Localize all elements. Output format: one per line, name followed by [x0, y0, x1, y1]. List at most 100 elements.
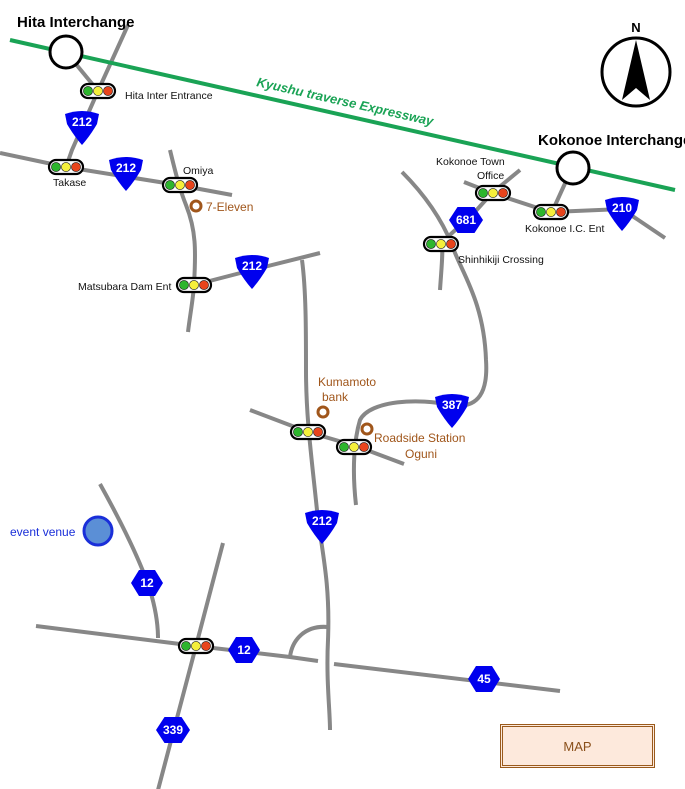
traffic-light-lamp-red: [498, 188, 508, 198]
route-shield-12: 12: [131, 570, 163, 596]
traffic-light-label-matsubara-dam-ent: Matsubara Dam Ent: [78, 281, 171, 293]
route-shield-12: 12: [228, 637, 260, 663]
route-number: 681: [456, 213, 476, 227]
traffic-light-lamp-yellow: [303, 427, 313, 437]
traffic-light-lamp-yellow: [93, 86, 103, 96]
traffic-light-label-kokonoe-town-office-1: Kokonoe Town: [436, 156, 505, 168]
route-shields: 212 212 212 212 210 387 681 12 12 339 45: [65, 111, 639, 743]
poi-marker-icon[interactable]: [360, 422, 374, 436]
route-shield-387: 387: [435, 394, 469, 428]
poi-label-line2: Oguni: [405, 447, 437, 461]
traffic-light-label-kokonoe-town-office-2: Office: [477, 170, 504, 182]
interchange-icon[interactable]: [48, 34, 84, 70]
route-number: 45: [477, 672, 491, 686]
traffic-light-lamp-red: [103, 86, 113, 96]
route-number: 212: [312, 514, 332, 528]
national-route-shield-icon: [65, 111, 99, 145]
prefectural-route-shield-icon: [131, 570, 163, 596]
traffic-light-lamp-green: [51, 162, 61, 172]
interchange-kokonoe[interactable]: Kokonoe Interchange: [538, 132, 685, 186]
route-shield-210: 210: [605, 197, 639, 231]
traffic-light-lamp-green: [293, 427, 303, 437]
traffic-light-kokonoe-town-office[interactable]: [474, 184, 512, 202]
traffic-light-route12-339-crossing[interactable]: [177, 637, 215, 655]
traffic-light-lamp-green: [478, 188, 488, 198]
route-number: 210: [612, 201, 632, 215]
event-venue-label: event venue: [10, 525, 76, 539]
traffic-light-lamp-green: [181, 641, 191, 651]
poi-roadside-station-oguni[interactable]: Roadside Station Oguni: [360, 422, 465, 461]
traffic-light-lamp-red: [556, 207, 566, 217]
traffic-light-shinhikiji-crossing[interactable]: [422, 235, 460, 253]
route-shield-681: 681: [449, 207, 483, 233]
route-number: 212: [242, 259, 262, 273]
traffic-light-omiya[interactable]: [161, 176, 199, 194]
poi-label: 7-Eleven: [206, 200, 253, 214]
route-number: 212: [116, 161, 136, 175]
traffic-light-lamp-red: [446, 239, 456, 249]
national-route-shield-icon: [435, 394, 469, 428]
traffic-light-label-shinhikiji-crossing: Shinhikiji Crossing: [458, 254, 544, 266]
route-shield-212: 212: [109, 157, 143, 191]
traffic-light-lamp-yellow: [189, 280, 199, 290]
event-venue[interactable]: event venue: [10, 515, 114, 547]
event-venue-marker-icon[interactable]: [82, 515, 114, 547]
traffic-light-kokonoe-ic-ent[interactable]: [532, 203, 570, 221]
traffic-light-label-takase: Takase: [53, 177, 86, 189]
interchange-hita[interactable]: Hita Interchange: [17, 14, 135, 70]
traffic-light-lamp-red: [199, 280, 209, 290]
road-12-north: [98, 483, 160, 639]
route-number: 12: [237, 643, 251, 657]
national-route-shield-icon: [305, 510, 339, 544]
interchange-label: Hita Interchange: [17, 14, 135, 31]
traffic-light-lamp-green: [339, 442, 349, 452]
route-shield-212: 212: [235, 255, 269, 289]
traffic-light-lamp-green: [536, 207, 546, 217]
traffic-light-lamp-red: [201, 641, 211, 651]
route-number: 387: [442, 398, 462, 412]
poi-kumamoto-bank[interactable]: Kumamoto bank: [316, 375, 376, 419]
traffic-light-lamp-green: [83, 86, 93, 96]
traffic-light-label-omiya: Omiya: [183, 165, 213, 177]
route-shield-45: 45: [468, 666, 500, 692]
poi-label-line1: Roadside Station: [374, 431, 465, 445]
route-number: 12: [140, 576, 154, 590]
traffic-light-lamp-green: [426, 239, 436, 249]
prefectural-route-shield-icon: [468, 666, 500, 692]
traffic-light-lamp-red: [71, 162, 81, 172]
traffic-light-label-hita-inter-entrance: Hita Inter Entrance: [125, 90, 213, 102]
traffic-light-lamp-yellow: [488, 188, 498, 198]
poi-marker-icon[interactable]: [316, 405, 330, 419]
traffic-light-hita-inter-entrance[interactable]: [79, 82, 117, 100]
poi-marker-icon[interactable]: [189, 199, 203, 213]
prefectural-route-shield-icon: [449, 207, 483, 233]
traffic-light-kumamoto-bank-crossing[interactable]: [289, 423, 327, 441]
traffic-light-label-kokonoe-ic-ent: Kokonoe I.C. Ent: [525, 223, 604, 235]
route-number: 212: [72, 115, 92, 129]
traffic-light-takase[interactable]: [47, 158, 85, 176]
route-number: 339: [163, 723, 183, 737]
interchange-icon[interactable]: [555, 150, 591, 186]
national-route-shield-icon: [605, 197, 639, 231]
traffic-light-roadside-station-crossing[interactable]: [335, 438, 373, 456]
route-shield-339: 339: [156, 717, 190, 743]
prefectural-route-shield-icon: [156, 717, 190, 743]
compass-north-icon: N: [600, 20, 672, 108]
traffic-light-matsubara-dam-ent[interactable]: [175, 276, 213, 294]
map-button[interactable]: MAP: [500, 724, 655, 768]
route-shield-212: 212: [305, 510, 339, 544]
poi-seven-eleven[interactable]: 7-Eleven: [189, 199, 253, 214]
traffic-light-lamp-red: [185, 180, 195, 190]
traffic-light-lamp-red: [313, 427, 323, 437]
traffic-lights: [47, 82, 570, 655]
road-12-ew: [35, 624, 319, 663]
poi-label-line1: Kumamoto: [318, 375, 376, 389]
interchange-label: Kokonoe Interchange: [538, 132, 685, 149]
traffic-light-lamp-red: [359, 442, 369, 452]
road-45: [333, 662, 561, 693]
road-kumamoto-crossing: [249, 408, 405, 466]
traffic-light-lamp-yellow: [546, 207, 556, 217]
traffic-light-lamp-green: [165, 180, 175, 190]
national-route-shield-icon: [109, 157, 143, 191]
